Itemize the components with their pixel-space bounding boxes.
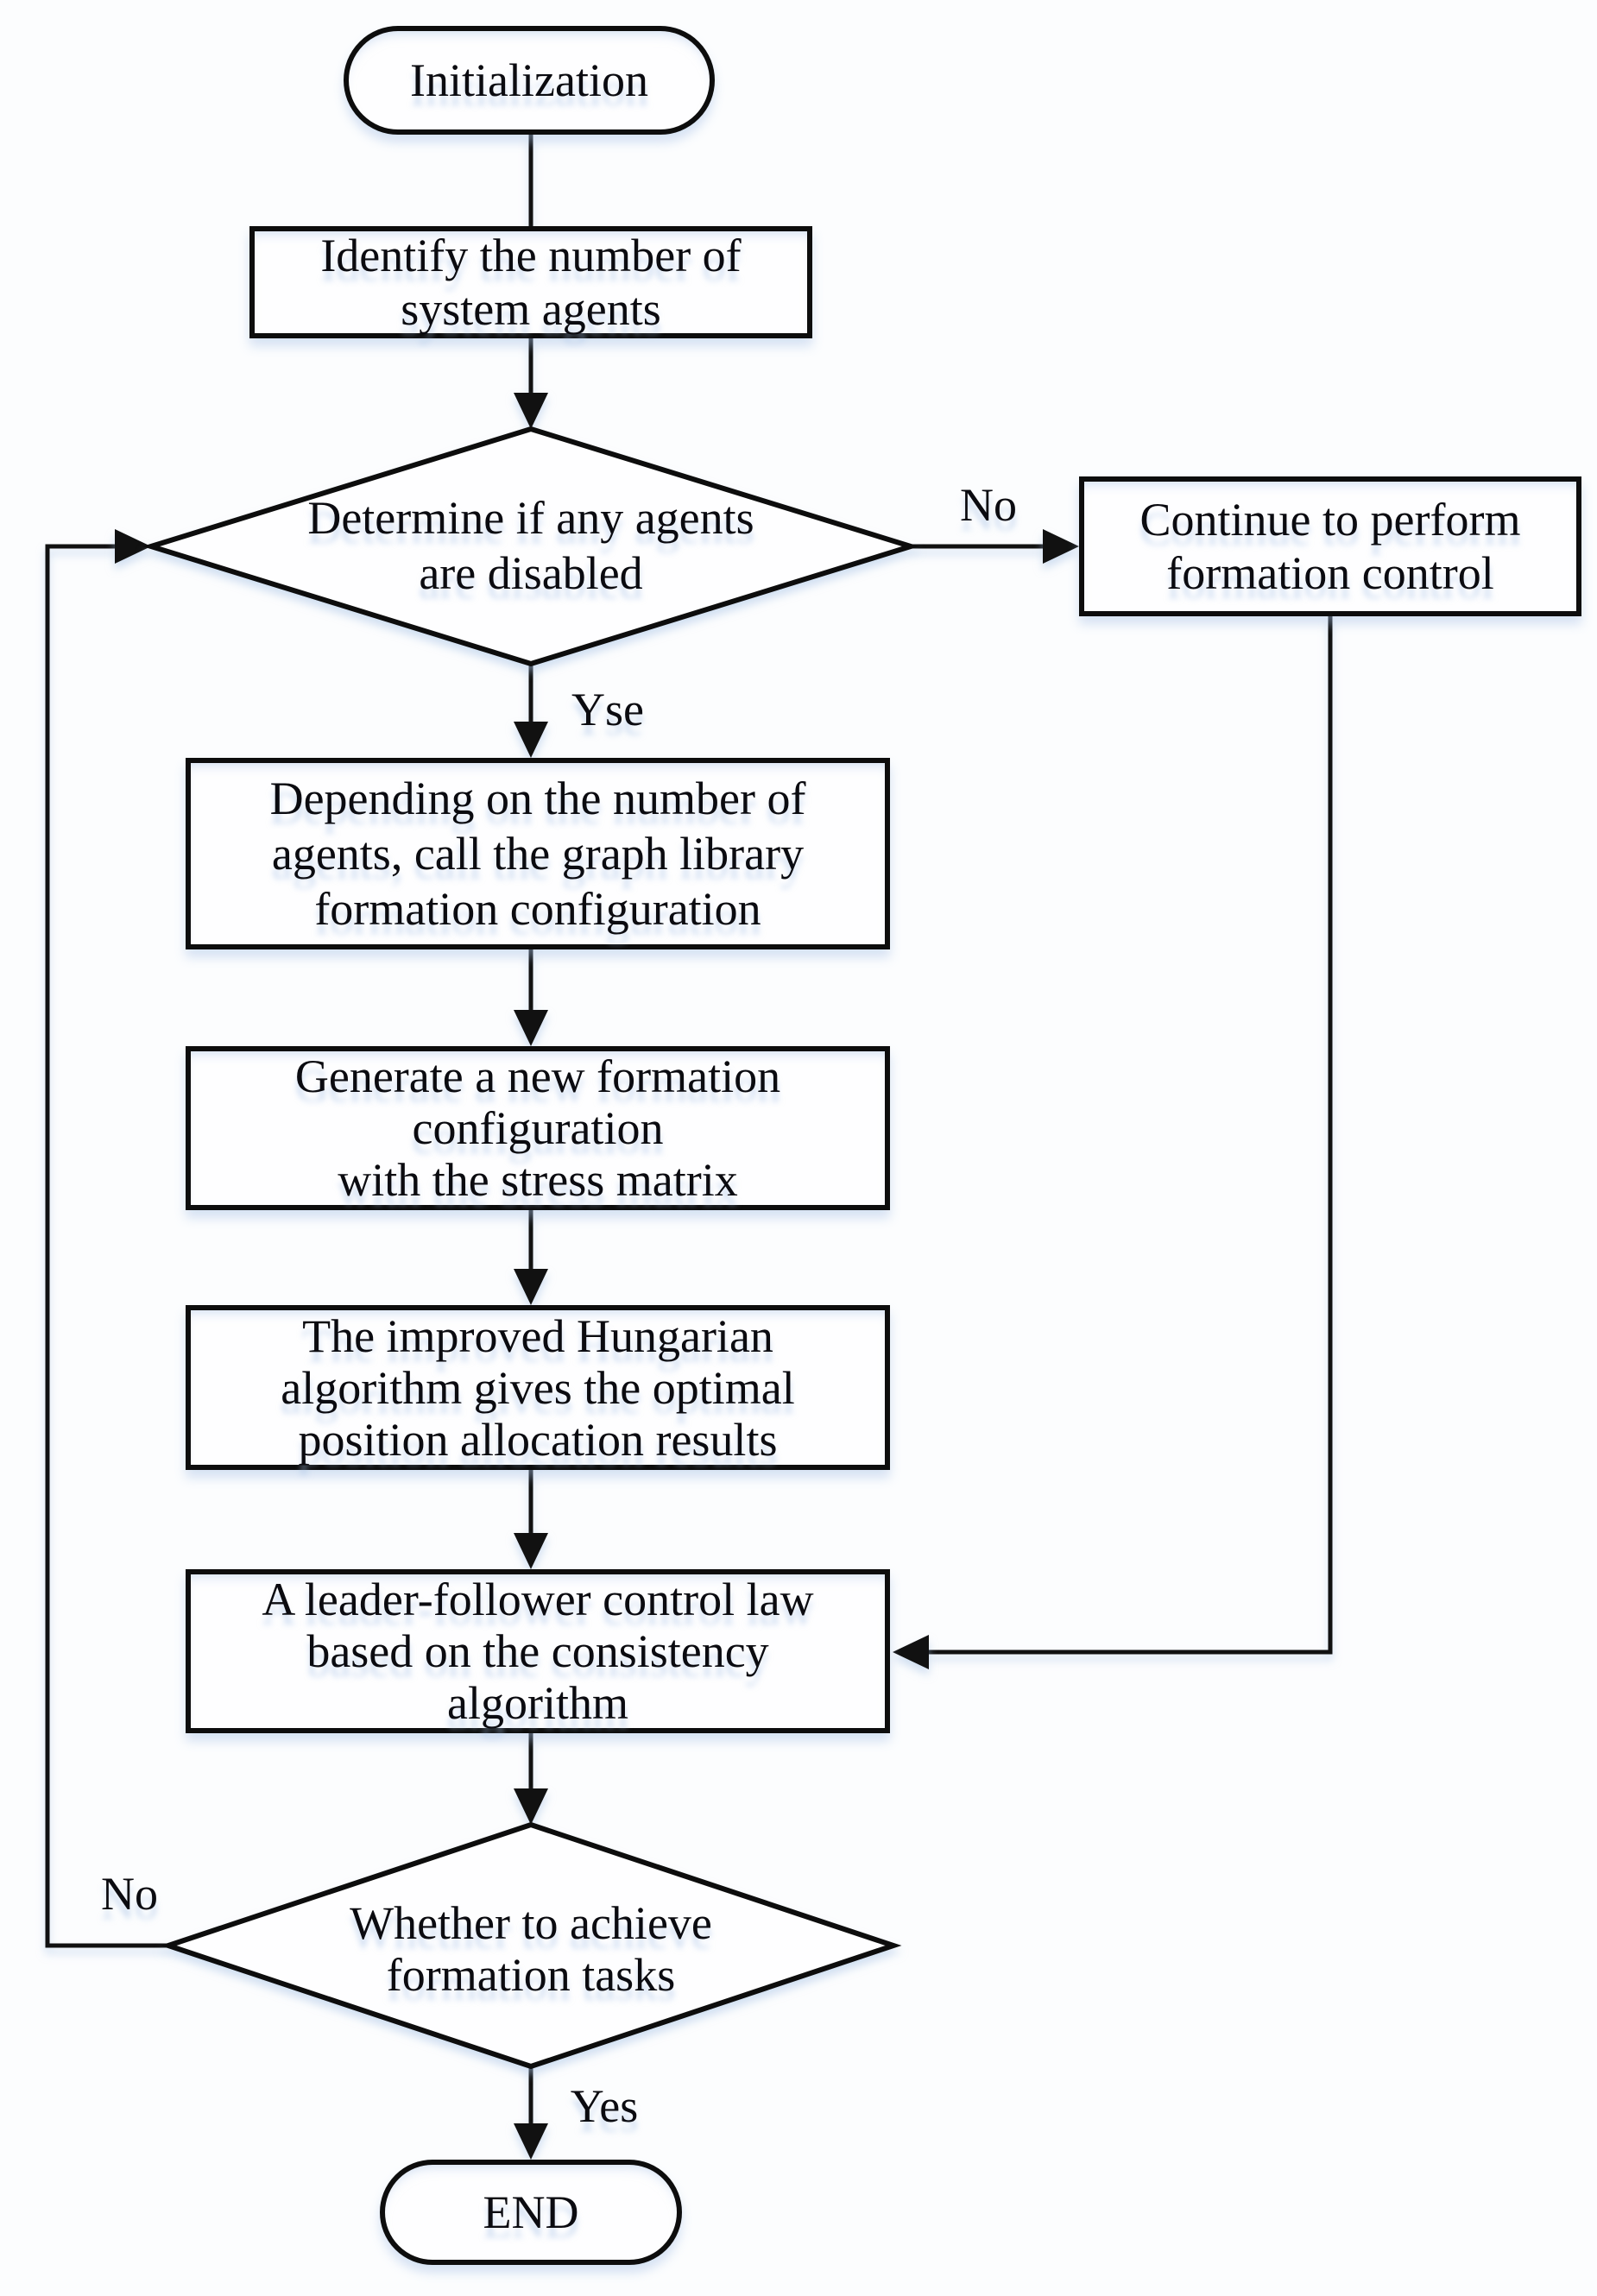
node-leader-follower-law: A leader-follower control law based on t… [186, 1569, 890, 1733]
node-leader-line: algorithm [447, 1677, 628, 1729]
node-hungarian-line: position allocation results [298, 1413, 778, 1466]
node-continue-line: Continue to perform [1139, 494, 1521, 546]
arrowheads-group [115, 393, 1079, 2160]
arrowhead-into-leader [514, 1533, 548, 1569]
decision2-diamond [160, 1821, 902, 2070]
arrowhead-into-decision1 [514, 393, 548, 429]
node-depending-line: Depending on the number of [269, 773, 806, 824]
edge-continue-leader [929, 616, 1333, 1655]
node-generate-line: configuration [412, 1102, 664, 1154]
arrowhead-into-decision1-left [115, 529, 151, 564]
node-continue-formation-control: Continue to perform formation control [1079, 476, 1581, 616]
node-continue-line: formation control [1166, 547, 1494, 599]
node-hungarian-algorithm: The improved Hungarian algorithm gives t… [186, 1305, 890, 1470]
arrowhead-into-depending [514, 722, 548, 758]
node-depending-line: formation configuration [314, 883, 761, 935]
node-leader-line: A leader-follower control law [262, 1574, 814, 1625]
decision1-line: Determine if any agents [307, 492, 754, 544]
node-generate-configuration: Generate a new formation configuration w… [186, 1046, 890, 1210]
node-end: END [380, 2160, 682, 2265]
node-end-label: END [483, 2186, 579, 2238]
node-decision-formation-text: Whether to achieve formation tasks [229, 1897, 833, 2001]
node-identify-line: Identify the number of [320, 230, 742, 281]
node-hungarian-line: The improved Hungarian [302, 1309, 773, 1362]
edge-label-yse: Yse [571, 684, 644, 735]
node-identify-agents: Identify the number of system agents [249, 226, 812, 338]
node-hungarian-line: algorithm gives the optimal [281, 1361, 795, 1414]
edge-label-yes: Yes [570, 2080, 639, 2132]
edge-label-no-left: No [101, 1868, 158, 1920]
edge-decision2-decision1 [45, 544, 168, 1948]
arrowhead-into-continue [1043, 529, 1079, 564]
arrowhead-into-decision2 [514, 1788, 548, 1825]
arrowhead-into-hungarian [514, 1269, 548, 1305]
decision-shapes [142, 426, 920, 2070]
node-leader-line: based on the consistency [306, 1625, 769, 1677]
node-generate-line: with the stress matrix [338, 1154, 738, 1206]
node-depending-line: agents, call the graph library [271, 828, 805, 880]
decision2-line: Whether to achieve [350, 1897, 712, 1949]
arrowhead-into-generate [514, 1010, 548, 1046]
decision1-diamond [142, 426, 920, 667]
edge-label-no-right: No [960, 479, 1017, 531]
decision1-line: are disabled [419, 547, 643, 599]
node-initialization: Initialization [344, 26, 715, 135]
node-identify-line: system agents [401, 283, 661, 335]
node-initialization-label: Initialization [410, 54, 648, 106]
arrowhead-into-leader-right [893, 1635, 929, 1669]
decision2-line: formation tasks [386, 1949, 676, 2001]
arrowhead-into-end [514, 2123, 548, 2160]
edges-group [45, 135, 1333, 2125]
node-generate-line: Generate a new formation [294, 1050, 781, 1102]
node-decision-disabled-text: Determine if any agents are disabled [229, 490, 833, 601]
node-call-graph-library: Depending on the number of agents, call … [186, 758, 890, 949]
